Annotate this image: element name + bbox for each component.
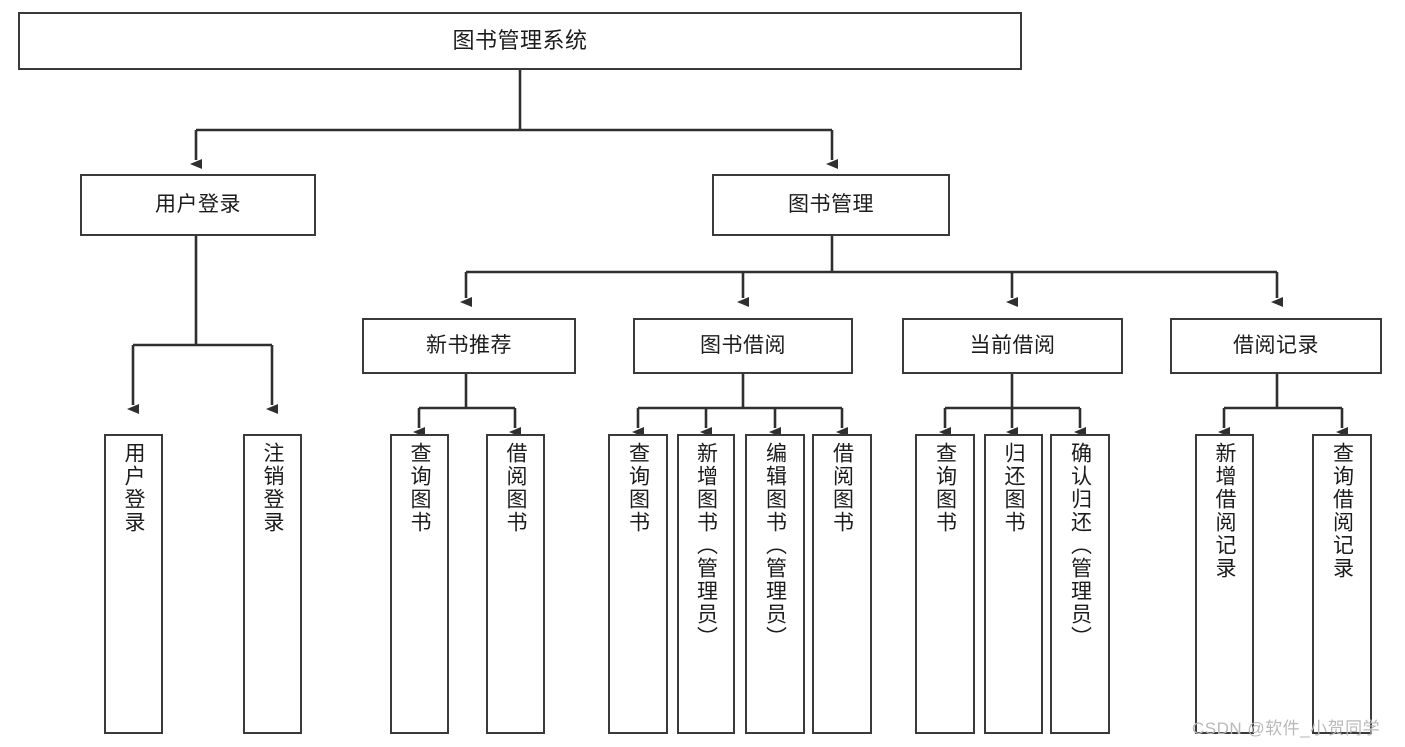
leaf-borrow-book-recommend[interactable]: 借阅图书 (486, 434, 545, 734)
node-label: 图书管理 (788, 192, 874, 216)
node-label: 图书借阅 (700, 333, 786, 357)
node-user-login[interactable]: 用户登录 (80, 174, 316, 236)
node-label: 当前借阅 (969, 333, 1056, 357)
leaf-edit-book[interactable]: 编辑图书（管理员） (745, 434, 805, 734)
node-label: 图书管理系统 (452, 28, 588, 54)
node-label: 用户登录 (122, 442, 145, 534)
leaf-query-borrow-record[interactable]: 查询借阅记录 (1312, 434, 1372, 734)
node-new-book-recommend[interactable]: 新书推荐 (362, 318, 576, 374)
node-label: 查询图书 (626, 442, 650, 534)
node-label: 编辑图书（管理员） (763, 442, 787, 649)
node-label: 新增图书（管理员） (694, 442, 718, 649)
node-label: 确认归还（管理员） (1068, 442, 1092, 649)
node-label: 查询借阅记录 (1330, 442, 1354, 580)
node-current-borrow[interactable]: 当前借阅 (902, 318, 1123, 374)
node-label: 新书推荐 (426, 333, 512, 357)
node-label: 查询图书 (408, 442, 431, 534)
node-label: 借阅图书 (830, 442, 854, 534)
node-label: 归还图书 (1002, 442, 1025, 534)
leaf-query-book-current[interactable]: 查询图书 (915, 434, 975, 734)
node-book-manage[interactable]: 图书管理 (712, 174, 950, 236)
node-label: 注销登录 (261, 442, 284, 534)
csdn-watermark: CSDN @软件_小贺同学 (1192, 719, 1381, 738)
leaf-query-book-borrow[interactable]: 查询图书 (608, 434, 668, 734)
leaf-return-book[interactable]: 归还图书 (984, 434, 1043, 734)
leaf-add-book[interactable]: 新增图书（管理员） (677, 434, 735, 734)
node-book-borrow[interactable]: 图书借阅 (633, 318, 853, 374)
leaf-confirm-return[interactable]: 确认归还（管理员） (1050, 434, 1110, 734)
node-root-system[interactable]: 图书管理系统 (18, 12, 1022, 70)
node-label: 用户登录 (155, 192, 241, 216)
leaf-query-book-recommend[interactable]: 查询图书 (390, 434, 449, 734)
node-label: 借阅记录 (1233, 333, 1319, 357)
node-label: 借阅图书 (504, 442, 527, 534)
node-label: 查询图书 (933, 442, 957, 534)
node-borrow-record[interactable]: 借阅记录 (1170, 318, 1382, 374)
leaf-borrow-book-borrow[interactable]: 借阅图书 (812, 434, 872, 734)
leaf-user-logout[interactable]: 注销登录 (243, 434, 302, 734)
leaf-user-login[interactable]: 用户登录 (104, 434, 163, 734)
leaf-add-borrow-record[interactable]: 新增借阅记录 (1195, 434, 1254, 734)
node-label: 新增借阅记录 (1213, 442, 1236, 580)
